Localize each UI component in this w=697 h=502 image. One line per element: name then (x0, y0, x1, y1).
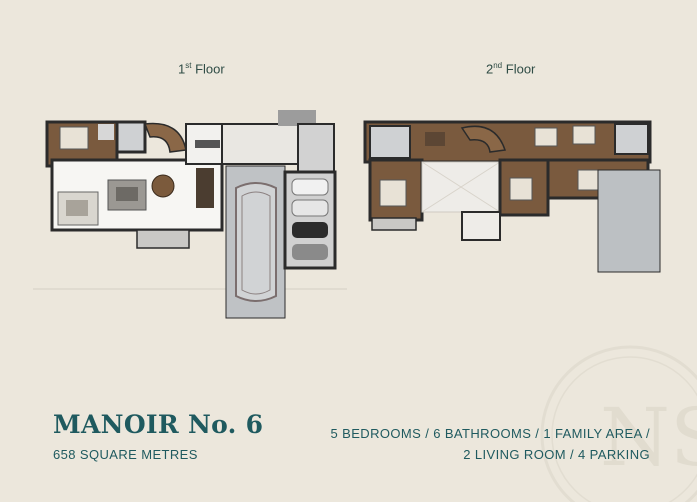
bed-icon (534, 127, 558, 147)
specs-line-1: 5 BEDROOMS / 6 BATHROOMS / 1 FAMILY AREA… (330, 426, 650, 441)
bed-icon (59, 126, 89, 150)
ns-seal-logo: NS (540, 345, 697, 502)
car-icon (291, 178, 329, 196)
bed-icon (379, 179, 407, 207)
car-icon (291, 199, 329, 217)
stair-icon (143, 122, 187, 153)
bed-icon (572, 125, 596, 145)
first-floor-label: 1st Floor (178, 61, 225, 77)
car-icon (292, 244, 328, 260)
car-icon (292, 222, 328, 238)
area-text: 658 SQUARE METRES (53, 447, 198, 462)
bathtub-icon (369, 125, 411, 159)
second-floor-label: 2nd Floor (486, 61, 536, 77)
svg-text:NS: NS (600, 391, 697, 484)
specs-line-2: 2 LIVING ROOM / 4 PARKING (463, 447, 650, 462)
property-title: MANOIR No. 6 (53, 410, 264, 439)
